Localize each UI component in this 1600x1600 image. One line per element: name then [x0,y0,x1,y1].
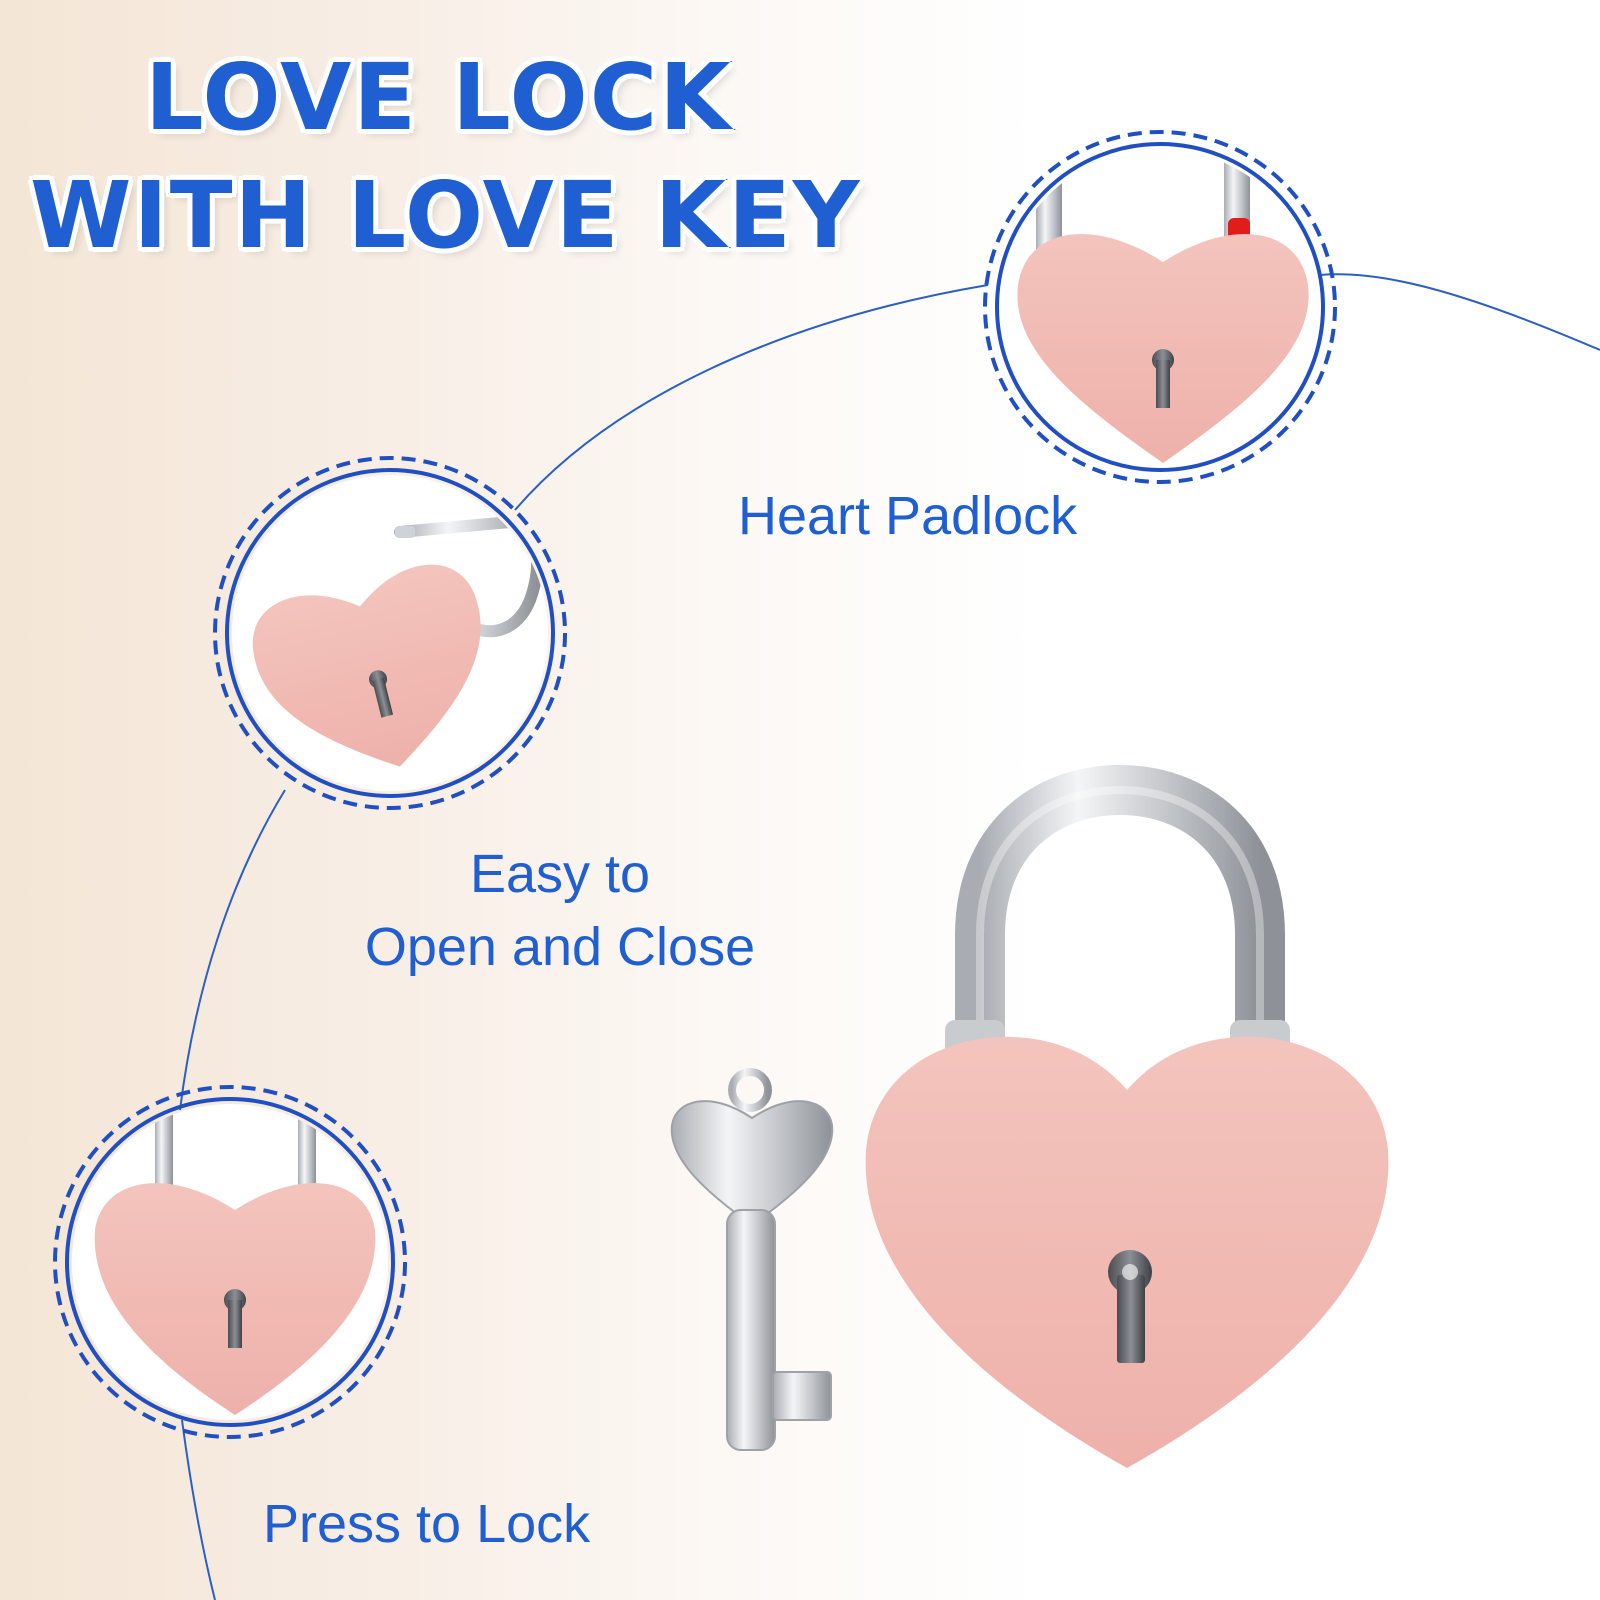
connector-arc [514,284,989,511]
title-line-1: LOVE LOCK [144,44,733,151]
open-close-label-line-1: Easy to [469,844,651,904]
title-line-2: WITH LOVE KEY [29,162,862,269]
heart-padlock-label: Heart Padlock [738,486,1078,546]
main-heart-padlock [865,764,1389,1468]
heart-key [670,1068,834,1451]
connector-arc [179,789,286,1111]
heart-padlock-detail-circle [983,130,1337,484]
open-close-label: Easy to Open and Close [340,838,780,984]
connector-arc [1319,273,1600,351]
press-to-lock-label: Press to Lock [263,1494,591,1554]
open-close-detail-circle [213,456,567,810]
open-close-label-line-2: Open and Close [364,916,756,977]
press-lock-detail-circle [53,1085,407,1439]
connector-arc [181,1419,216,1600]
